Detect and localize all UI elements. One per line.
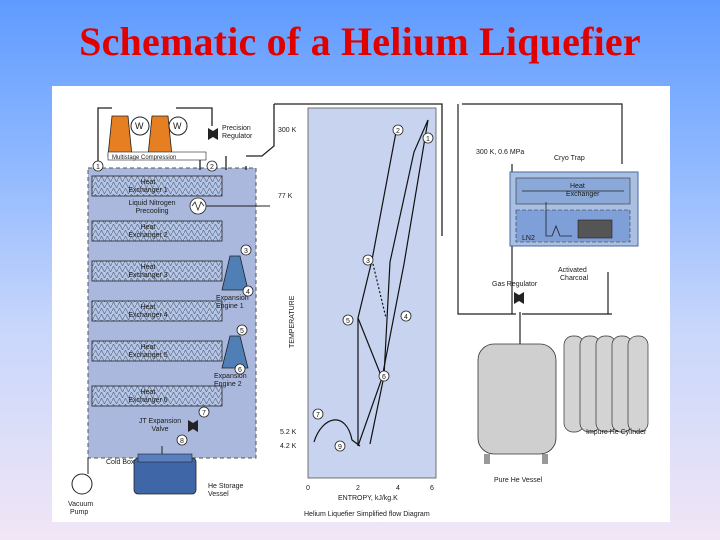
hx-5-label-2: Exchanger 5 bbox=[128, 352, 167, 359]
ts-diagram: 300 K 77 K 5.2 K 4.2 K TEMPERATURE 2 1 3… bbox=[278, 107, 437, 518]
hx-3-label-2: Exchanger 3 bbox=[128, 272, 167, 279]
ts-caption: Helium Liquefier Simplified flow Diagram bbox=[304, 511, 430, 518]
ts-tick-x4: 4 bbox=[396, 485, 400, 492]
state-points: 1 2 3 4 5 6 7 8 bbox=[92, 160, 254, 446]
gas-regulator-label: Gas Regulator bbox=[492, 281, 538, 288]
engine-1-label-1: Expansion bbox=[216, 295, 249, 302]
hx-2-label-1: Heat bbox=[141, 224, 156, 231]
cryo-hx-label-2: Exchanger bbox=[566, 191, 600, 198]
ts-point-6: 6 bbox=[382, 374, 386, 381]
precision-regulator: Precision Regulator bbox=[208, 125, 253, 140]
hx-6-label-2: Exchanger 6 bbox=[128, 397, 167, 404]
ts-xlabel: ENTROPY, kJ/kg.K bbox=[338, 495, 398, 502]
ts-tick-4k: 4.2 K bbox=[280, 443, 297, 450]
ts-point-3: 3 bbox=[366, 258, 370, 265]
impure-cylinder-label: Impure He Cylinder bbox=[586, 429, 647, 436]
ts-point-9: 9 bbox=[338, 444, 342, 451]
vacuum-pump-label-1: Vacuum bbox=[68, 501, 93, 508]
he-storage-vessel: He Storage Vessel bbox=[133, 446, 244, 498]
state-point-1: 1 bbox=[96, 164, 100, 171]
expansion-engine-2: Expansion Engine 2 bbox=[214, 335, 249, 388]
ts-tick-x2: 2 bbox=[356, 485, 360, 492]
storage-vessel-label-1: He Storage bbox=[208, 483, 244, 490]
ts-point-7: 7 bbox=[316, 412, 320, 419]
hx-4-label-1: Heat bbox=[141, 304, 156, 311]
engine-2-label-1: Expansion bbox=[214, 373, 247, 380]
charcoal-label-2: Charcoal bbox=[560, 275, 588, 282]
ts-point-1: 1 bbox=[426, 136, 430, 143]
hx-1-label-1: Heat bbox=[141, 179, 156, 186]
ln2-label-1: Liquid Nitrogen bbox=[128, 200, 175, 207]
hx-5-label-1: Heat bbox=[141, 344, 156, 351]
state-point-6: 6 bbox=[238, 367, 242, 374]
impure-he-cylinders: Impure He Cylinder bbox=[563, 335, 649, 436]
svg-text:W: W bbox=[173, 121, 182, 131]
jt-valve-label-2: Valve bbox=[152, 426, 169, 433]
precision-regulator-label-2: Regulator bbox=[222, 133, 253, 140]
ln2-label-2: Precooling bbox=[135, 208, 168, 215]
ts-ylabel: TEMPERATURE bbox=[289, 295, 296, 348]
cryo-trap-label: Cryo Trap bbox=[554, 155, 585, 162]
compressor-unit: W W Multistage Compression bbox=[107, 115, 207, 161]
engine-1-label-2: Engine 1 bbox=[216, 303, 244, 310]
gas-regulator: Gas Regulator bbox=[492, 281, 538, 304]
cryo-hx-label-1: Heat bbox=[570, 183, 585, 190]
cryo-condition: 300 K, 0.6 MPa bbox=[476, 149, 524, 156]
slide-title: Schematic of a Helium Liquefier bbox=[79, 19, 641, 64]
cryo-ln2-label: LN2 bbox=[522, 235, 535, 242]
charcoal-label-1: Activated bbox=[558, 267, 587, 274]
svg-text:W: W bbox=[135, 121, 144, 131]
pure-he-vessel: Pure He Vessel bbox=[477, 343, 557, 484]
hx-4-label-2: Exchanger 4 bbox=[128, 312, 167, 319]
jt-valve-label-1: JT Expansion bbox=[139, 418, 181, 425]
ts-point-2: 2 bbox=[396, 128, 400, 135]
ts-point-5: 5 bbox=[346, 318, 350, 325]
hx-1-label-2: Exchanger 1 bbox=[128, 187, 167, 194]
state-point-8: 8 bbox=[180, 438, 184, 445]
ts-tick-300k: 300 K bbox=[278, 127, 297, 134]
ln2-precooling: Liquid Nitrogen Precooling bbox=[128, 197, 270, 215]
state-point-7: 7 bbox=[202, 410, 206, 417]
heat-exchanger-stack: Heat Exchanger 1 Heat Exchanger 2 Heat E… bbox=[91, 175, 223, 407]
cold-box-label: Cold Box bbox=[106, 459, 135, 466]
schematic-panel: W W Multistage Compression Precision Reg… bbox=[52, 86, 670, 522]
hx-3-label-1: Heat bbox=[141, 264, 156, 271]
helium-liquefier-schematic: W W Multistage Compression Precision Reg… bbox=[68, 103, 649, 518]
state-point-2: 2 bbox=[210, 164, 214, 171]
ts-tick-5k: 5.2 K bbox=[280, 429, 297, 436]
ts-tick-x6: 6 bbox=[430, 485, 434, 492]
ts-tick-x0: 0 bbox=[306, 485, 310, 492]
pure-vessel-label: Pure He Vessel bbox=[494, 477, 543, 484]
jt-expansion-valve: JT Expansion Valve bbox=[139, 418, 198, 433]
ts-point-4: 4 bbox=[404, 314, 408, 321]
engine-2-label-2: Engine 2 bbox=[214, 381, 242, 388]
storage-vessel-label-2: Vessel bbox=[208, 491, 229, 498]
expansion-engine-1: Expansion Engine 1 bbox=[216, 255, 249, 310]
cryo-trap: Heat Exchanger LN2 bbox=[509, 171, 639, 247]
hx-6-label-1: Heat bbox=[141, 389, 156, 396]
vacuum-pump-label-2: Pump bbox=[70, 509, 88, 516]
vacuum-pump: Vacuum Pump bbox=[68, 458, 93, 516]
compressor-label: Multistage Compression bbox=[112, 155, 176, 161]
state-point-5: 5 bbox=[240, 328, 244, 335]
state-point-3: 3 bbox=[244, 248, 248, 255]
ts-tick-77k: 77 K bbox=[278, 193, 293, 200]
hx-2-label-2: Exchanger 2 bbox=[128, 232, 167, 239]
precision-regulator-label-1: Precision bbox=[222, 125, 251, 132]
state-point-4: 4 bbox=[246, 289, 250, 296]
